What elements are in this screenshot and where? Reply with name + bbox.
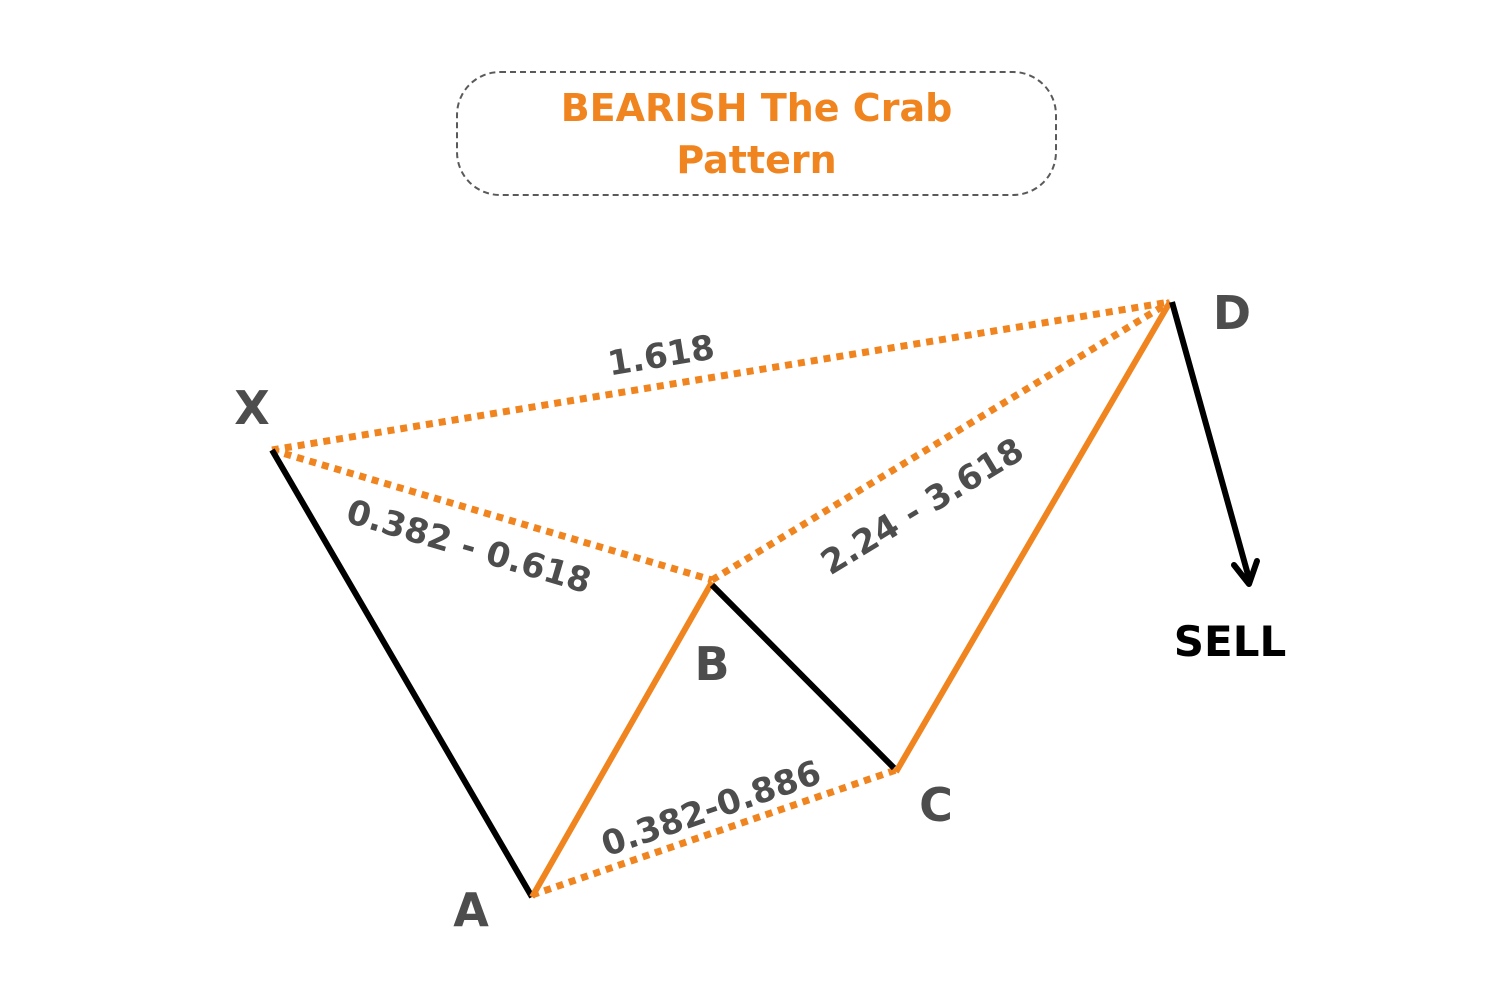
point-a-label: A bbox=[453, 883, 489, 937]
sell-arrow-shaft bbox=[1169, 301, 1253, 583]
title-box: BEARISH The Crab Pattern bbox=[456, 71, 1057, 196]
point-d-label: D bbox=[1213, 286, 1251, 340]
sell-label: SELL bbox=[1174, 617, 1286, 666]
xb-ratio-line bbox=[271, 446, 713, 584]
title-line-1: BEARISH The Crab bbox=[560, 85, 953, 130]
point-b-label: B bbox=[694, 637, 729, 691]
ratio-xb-label: 0.382 - 0.618 bbox=[342, 492, 596, 602]
ratio-bd-label: 2.24 - 3.618 bbox=[814, 430, 1031, 583]
leg-bc bbox=[709, 582, 897, 771]
point-x-label: X bbox=[234, 381, 269, 435]
leg-ab bbox=[529, 580, 715, 899]
title-line-2: Pattern bbox=[676, 137, 837, 182]
sell-arrow-head bbox=[1231, 558, 1260, 587]
point-c-label: C bbox=[919, 778, 953, 832]
bd-ratio-line bbox=[710, 299, 1172, 583]
leg-xa bbox=[269, 448, 535, 899]
leg-cd bbox=[893, 300, 1173, 774]
xd-ratio-line bbox=[271, 298, 1171, 454]
